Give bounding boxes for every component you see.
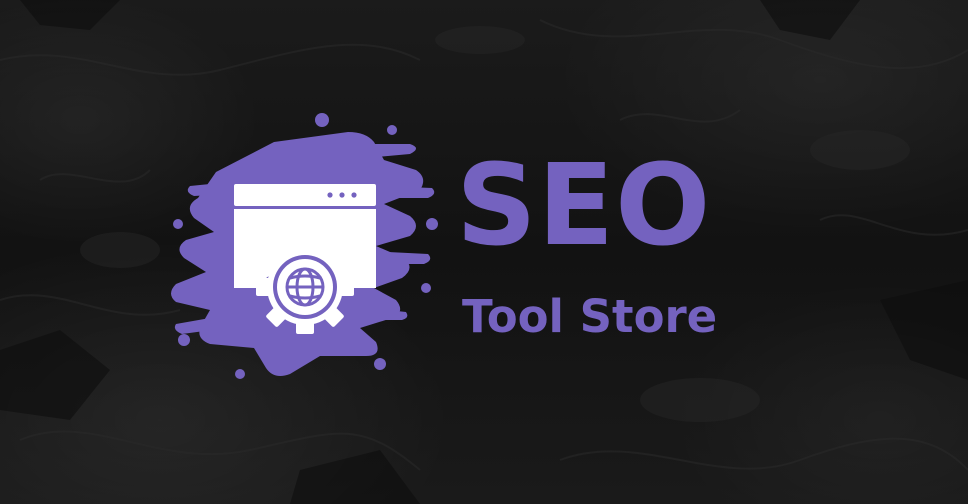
logo-mark <box>171 113 438 379</box>
brand-title: SEO <box>456 141 712 271</box>
globe-icon <box>285 267 325 307</box>
brand-subtitle: Tool Store <box>462 290 718 343</box>
window-dots-icon <box>327 192 357 198</box>
wordmark: SEO Tool Store <box>456 150 796 360</box>
gear-icon <box>256 240 354 334</box>
